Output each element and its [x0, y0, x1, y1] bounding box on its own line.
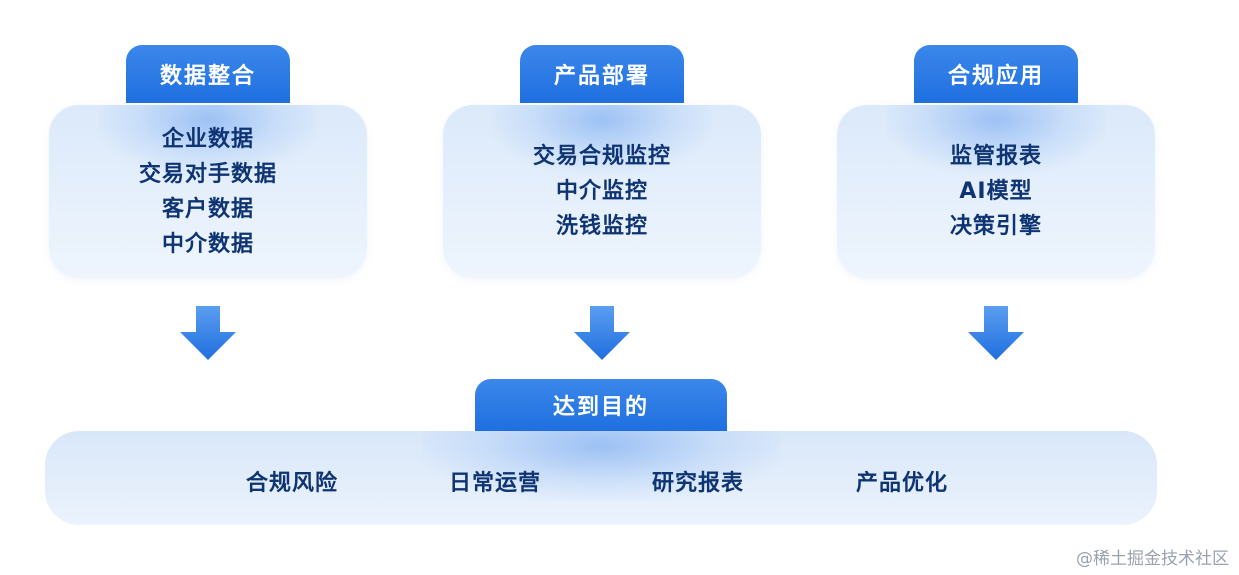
column-item: 洗钱监控: [555, 214, 648, 239]
column-item: 决策引擎: [949, 214, 1042, 239]
column-title-compliance-application: 合规应用: [914, 45, 1078, 103]
column-item: 中介监控: [555, 179, 648, 204]
arrow-down-icon: [968, 306, 1024, 360]
column-card-data-integration: 企业数据 交易对手数据 客户数据 中介数据: [49, 105, 367, 278]
column-items: 企业数据 交易对手数据 客户数据 中介数据: [49, 105, 367, 278]
column-item: AI模型: [959, 179, 1033, 204]
goal-card: [45, 431, 1157, 525]
column-card-compliance-application: 监管报表 AI模型 决策引擎: [837, 105, 1155, 278]
arrow-down-icon: [574, 306, 630, 360]
column-item: 监管报表: [949, 144, 1042, 169]
column-item: 交易合规监控: [532, 144, 671, 169]
column-items: 交易合规监控 中介监控 洗钱监控: [443, 105, 761, 278]
goal-item: 研究报表: [652, 471, 745, 496]
column-item: 企业数据: [161, 126, 254, 152]
goal-item: 合规风险: [246, 471, 339, 496]
goal-item: 日常运营: [449, 471, 542, 496]
goal-title: 达到目的: [475, 379, 727, 431]
column-title-product-deployment: 产品部署: [520, 45, 684, 103]
column-items: 监管报表 AI模型 决策引擎: [837, 105, 1155, 278]
arrow-down-icon: [180, 306, 236, 360]
column-title-data-integration: 数据整合: [126, 45, 290, 103]
column-item: 交易对手数据: [138, 161, 277, 187]
watermark: @稀土掘金技术社区: [1076, 549, 1229, 569]
column-card-product-deployment: 交易合规监控 中介监控 洗钱监控: [443, 105, 761, 278]
goal-item: 产品优化: [856, 471, 949, 496]
column-item: 客户数据: [161, 196, 254, 222]
column-item: 中介数据: [161, 231, 254, 257]
